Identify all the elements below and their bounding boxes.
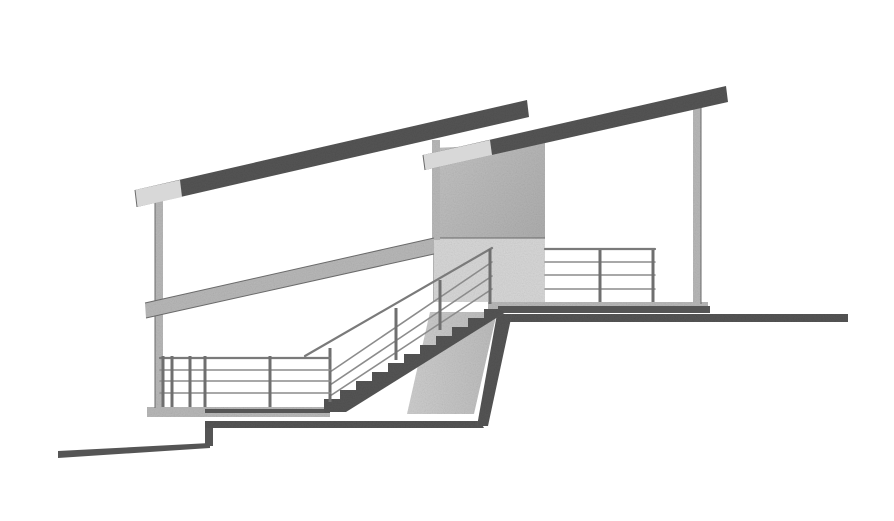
roof-beam-right — [422, 86, 728, 171]
lower-railing — [158, 356, 332, 407]
upper-railing — [543, 247, 657, 302]
roof-beam-left — [134, 100, 529, 208]
staircase — [324, 309, 506, 412]
upper-floor-slab — [488, 302, 710, 313]
lower-floor-slab — [147, 407, 330, 417]
mid-diagonal-beam — [144, 237, 435, 319]
stair-support-wedge — [407, 312, 497, 414]
ground-line — [58, 314, 848, 458]
